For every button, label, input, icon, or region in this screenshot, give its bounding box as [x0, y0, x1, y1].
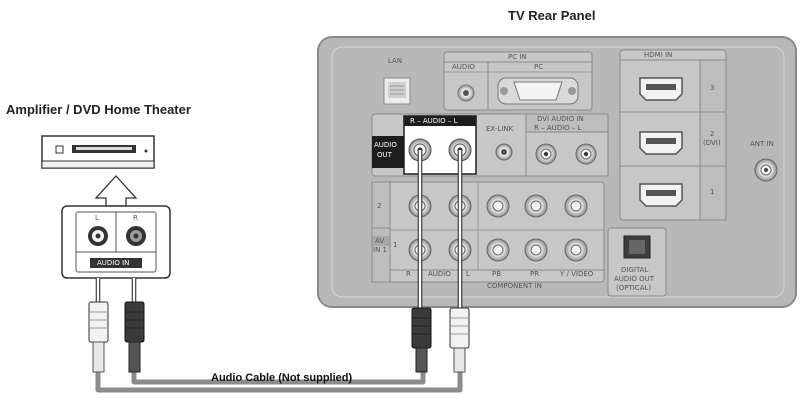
hdmi-2-dvi-label: (DVI) [703, 139, 721, 147]
audio-out-label-line2: OUT [377, 151, 392, 159]
bottom-pb-label: PB [492, 270, 502, 278]
bottom-r-label: R [406, 270, 411, 278]
up-arrow-icon [94, 175, 138, 207]
hdmi-in-label: HDMI IN [644, 51, 673, 59]
dvd-device-icon [41, 135, 155, 169]
ant-in-port [754, 158, 778, 182]
hdmi-1-label: 1 [710, 188, 715, 196]
ex-link-label: EX-LINK [486, 125, 514, 133]
digital-label-line1: DIGITAL [621, 266, 649, 274]
amp-audio-cable-plugs [88, 278, 145, 373]
audio-cable [95, 372, 463, 393]
amp-l-label: L [95, 214, 99, 222]
amp-audio-in-label: AUDIO IN [97, 259, 130, 267]
pc-in-block [443, 51, 593, 111]
component-in-label: COMPONENT IN [487, 282, 542, 290]
ant-in-label: ANT IN [750, 140, 774, 148]
tv-audio-cable-plugs [411, 150, 470, 373]
dvi-audio-in-label: DVI AUDIO IN [537, 115, 584, 123]
amp-r-label: R [133, 214, 138, 222]
amplifier-title: Amplifier / DVD Home Theater [6, 102, 191, 117]
av-in-label-line2: IN 1 [373, 246, 387, 254]
amp-audio-in-panel [61, 205, 171, 279]
bottom-video-label: Y / VIDEO [560, 270, 594, 278]
pc-in-label: PC IN [508, 53, 527, 61]
lan-label: LAN [388, 57, 403, 65]
bottom-audio-label: AUDIO [428, 270, 451, 278]
hdmi-2-label: 2 [710, 130, 715, 138]
bottom-l-label: L [466, 270, 470, 278]
digital-label-line2: AUDIO OUT [614, 275, 655, 283]
av-row-2-label: 2 [377, 202, 382, 210]
audio-out-label-line1: AUDIO [374, 141, 397, 149]
digital-optical-port [607, 227, 667, 297]
cable-caption: Audio Cable (Not supplied) [211, 372, 353, 384]
digital-label-line3: (OPTICAL) [616, 284, 652, 292]
tv-rear-panel-title: TV Rear Panel [508, 8, 596, 23]
pc-label: PC [534, 63, 544, 71]
dvi-audio-sub-label: R – AUDIO – L [534, 124, 582, 132]
audio-out-block [371, 113, 609, 177]
audio-out-header: R – AUDIO – L [410, 117, 458, 125]
lan-port [383, 77, 411, 105]
hdmi-3-label: 3 [710, 84, 715, 92]
av-in-label-line1: AV [375, 237, 385, 245]
av-row-1-label: 1 [393, 241, 398, 249]
hdmi-block [619, 49, 727, 221]
pc-audio-label: AUDIO [452, 63, 475, 71]
bottom-pr-label: PR [530, 270, 540, 278]
